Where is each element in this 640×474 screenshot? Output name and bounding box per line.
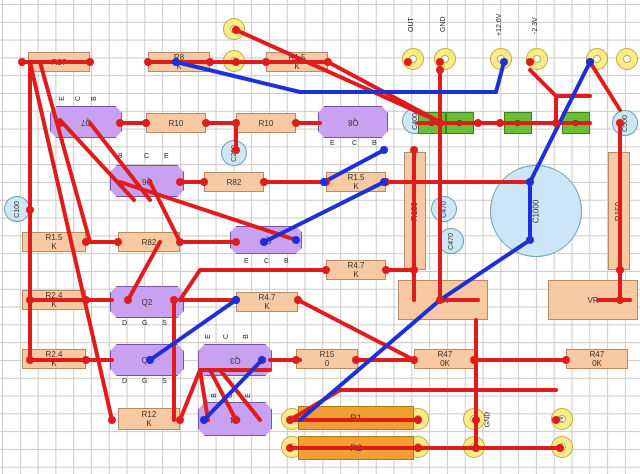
voltage-regulator-1: VR [398,280,488,320]
resistor-r82-b: R82 [118,232,180,252]
resistor-r150-vertical-b: R150 [608,152,630,270]
capacitor-c1000: C1000 [490,165,582,257]
pin-q4-b: B [210,393,218,398]
capacitor-c200: C200 [221,140,247,166]
terminal-gnd-bottom-2 [463,436,485,458]
pin-q7-c: C [75,95,83,102]
pin-q5-c: C [264,258,270,265]
terminal-gnd [434,48,456,70]
terminal-minus-2v [526,48,548,70]
terminal-gnd-bottom: GND [463,408,491,430]
resistor-r150-vertical-a: R150 [404,152,426,270]
terminal-plus-12v [490,48,512,70]
capacitor-c100: C100 [4,196,30,222]
pin-q4-c: C [227,392,235,399]
pin-q1-s: S [162,378,167,385]
label-gnd: GND [440,16,447,32]
pin-q8-c: C [352,140,358,147]
terminal-top-a [223,18,245,40]
pin-q3-b: B [242,334,250,339]
resistor-r1-5k-mid: R1.5 K [326,172,386,192]
pin-q8-b: B [372,140,377,147]
terminal-top-right-a [586,48,608,70]
capacitor-c470-a: C470 [431,196,457,222]
power-resistor-r1: R1 [298,406,414,430]
resistor-r27: R27 [28,52,90,72]
label-out: OUT [408,17,415,32]
pin-q7-b: B [90,96,98,101]
pin-q1-d: D [122,378,128,385]
terminal-top-right-b [616,48,638,70]
pin-q7-e: E [58,96,66,101]
resistor-r12k: R12 K [118,408,180,430]
transistor-q3: Q3 [198,344,272,376]
pin-q5-b: B [284,258,289,265]
resistor-r8k: R8 K [148,52,210,72]
label-minus-2v: -2.3V [532,17,539,34]
diode-1: D [418,112,446,134]
terminal-out [402,48,424,70]
resistor-r2-4k-b: R2.4 K [22,349,86,369]
power-resistor-r2: R2 [298,436,414,460]
diode-3: D [504,112,532,134]
transistor-q4: Q4 [198,402,272,436]
pin-q2-g: G [142,320,148,327]
label-plus-12v: +12.6V [496,13,503,36]
pin-q4-e: E [244,393,252,398]
terminal-n-bottom-2: N [551,436,573,458]
resistor-r10-b: R10 [236,113,296,133]
pin-q6-e: E [164,153,169,160]
transistor-q6: Q6 [110,165,184,197]
diode-2: D [446,112,474,134]
transistor-q7: Q7 [50,106,122,138]
resistor-r4-7k-a: R4.7 K [326,260,386,280]
pin-q3-c: C [223,333,231,340]
pin-q3-e: E [204,334,212,339]
pin-q8-e: E [330,140,335,147]
transistor-q8: Q8 [318,106,388,138]
terminal-n-bottom: N [551,408,573,430]
pin-q2-s: S [162,320,167,327]
resistor-r1-5k-top: R1.5 K [266,52,328,72]
voltage-regulator-2: VR [548,280,638,320]
resistor-r10-a: R10 [146,113,206,133]
resistor-r4-7k-b: R4.7 K [236,292,298,312]
resistor-r2-4k-a: R2.4 K [22,290,86,310]
pin-q2-d: D [122,320,128,327]
resistor-r47-0k-a: R47 0K [414,349,476,369]
resistor-r82-a: R82 [204,172,264,192]
pin-q1-g: G [142,378,148,385]
pin-q6-c: C [144,153,150,160]
resistor-r1-5k-left: R1.5 K [22,232,86,252]
transistor-q2: Q2 [110,286,184,318]
capacitor-c500: C500 [612,110,638,136]
pin-q6-b: B [118,153,123,160]
transistor-q1: Q1 [110,344,184,376]
terminal-top-b [223,50,245,72]
capacitor-c470-b: C470 [438,228,464,254]
transistor-q5: Q5 [230,226,302,254]
pin-q5-e: E [244,258,249,265]
resistor-r47-0k-b: R47 0K [566,349,628,369]
resistor-r15-0: R15 0 [296,349,358,369]
diode-4: D [562,112,590,134]
